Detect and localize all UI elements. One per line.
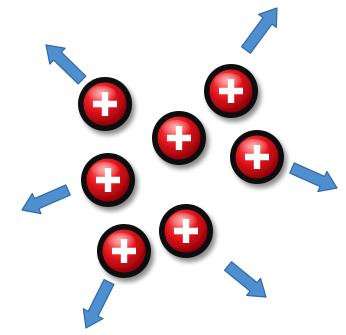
arrow-shape [221,257,273,305]
outward-arrow-icon [76,277,119,333]
outward-arrow-icon [221,257,273,305]
positive-charge-icon [230,130,284,184]
positive-charge-icon [81,153,135,207]
arrow-shape [18,180,73,220]
positive-charge-icon [78,77,132,131]
arrow-shape [288,158,342,198]
arrow-shape [76,277,119,333]
positive-charge-icon [97,224,151,278]
charges-layer [78,64,284,278]
positive-charge-icon [204,64,258,118]
positive-charge-icon [159,204,213,258]
outward-arrow-icon [288,158,342,198]
outward-arrow-icon [38,37,89,88]
positive-charge-icon [152,111,206,165]
outward-arrow-icon [18,180,73,220]
arrows-layer [18,1,342,332]
outward-arrow-icon [237,1,286,56]
arrow-shape [237,1,286,56]
arrow-shape [38,37,89,88]
